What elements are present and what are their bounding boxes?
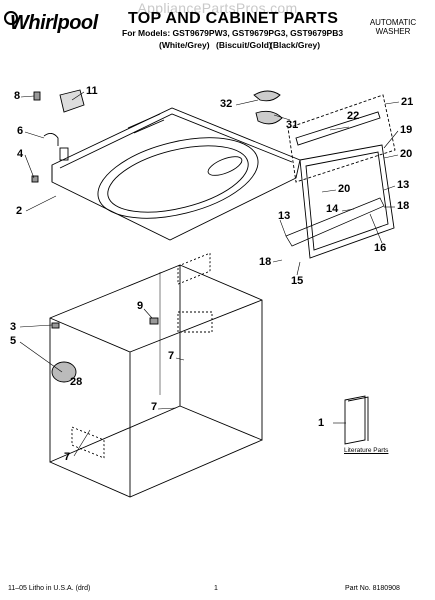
callout-4: 4 <box>17 148 24 160</box>
callout-22: 22 <box>347 110 360 122</box>
callout-32: 32 <box>220 98 233 110</box>
callout-2: 2 <box>16 205 23 217</box>
lid-lock-parts <box>253 90 283 125</box>
callout-13-left: 13 <box>278 210 291 222</box>
page-number: 1 <box>214 585 218 592</box>
callout-11: 11 <box>86 85 98 97</box>
top-panel <box>51 107 301 241</box>
callout-5: 5 <box>10 335 17 347</box>
watermark: AppliancePartsPros.com <box>137 0 298 16</box>
callout-20-center: 20 <box>338 183 351 195</box>
callout-9: 9 <box>137 300 144 312</box>
fastener-3 <box>51 322 60 329</box>
callout-14: 14 <box>326 203 339 215</box>
callout-8: 8 <box>14 90 21 102</box>
color-black-grey: (Black/Grey) <box>270 40 321 50</box>
callout-16: 16 <box>374 242 387 254</box>
callout-7-upper: 7 <box>168 350 175 362</box>
hinge-hardware <box>31 89 85 183</box>
lid-assembly <box>285 144 395 259</box>
callout-20-right: 20 <box>400 148 413 160</box>
callout-28: 28 <box>70 376 83 388</box>
product-type-line-1: AUTOMATIC <box>369 18 417 27</box>
brand-logo: Whirlpool <box>10 12 98 34</box>
callout-7-right: 7 <box>151 401 158 413</box>
model-numbers: For Models: GST9679PW3, GST9679PG3, GST9… <box>122 28 344 38</box>
callout-18-left: 18 <box>259 256 272 268</box>
literature-parts <box>344 395 369 445</box>
callout-18-right: 18 <box>397 200 410 212</box>
callout-13-right: 13 <box>397 179 410 191</box>
lid-trim-strip <box>295 111 381 146</box>
color-biscuit-gold: (Biscuit/Gold) <box>216 40 272 50</box>
color-white-grey: (White/Grey) <box>159 40 210 50</box>
screw-9 <box>149 317 159 325</box>
callout-7-left: 7 <box>64 451 71 463</box>
callout-6: 6 <box>17 125 24 137</box>
literature-parts-label: Literature Parts <box>344 447 389 454</box>
lid-parts-box <box>287 94 396 183</box>
brand-logo-mark <box>4 11 18 25</box>
callout-31: 31 <box>286 119 299 131</box>
callout-3: 3 <box>10 321 17 333</box>
footer-print-info: 11–05 Litho in U.S.A. (drd) <box>8 585 91 592</box>
callout-15: 15 <box>291 275 304 287</box>
product-type-line-2: WASHER <box>375 27 411 36</box>
part-number: Part No. 8180908 <box>345 585 400 592</box>
leader-lines <box>19 91 400 457</box>
cabinet-label <box>51 361 77 383</box>
callout-1: 1 <box>318 417 325 429</box>
product-type: AUTOMATIC WASHER <box>362 18 424 36</box>
callout-21: 21 <box>401 96 414 108</box>
page-title: TOP AND CABINET PARTS <box>128 10 339 27</box>
callout-19: 19 <box>400 124 413 136</box>
